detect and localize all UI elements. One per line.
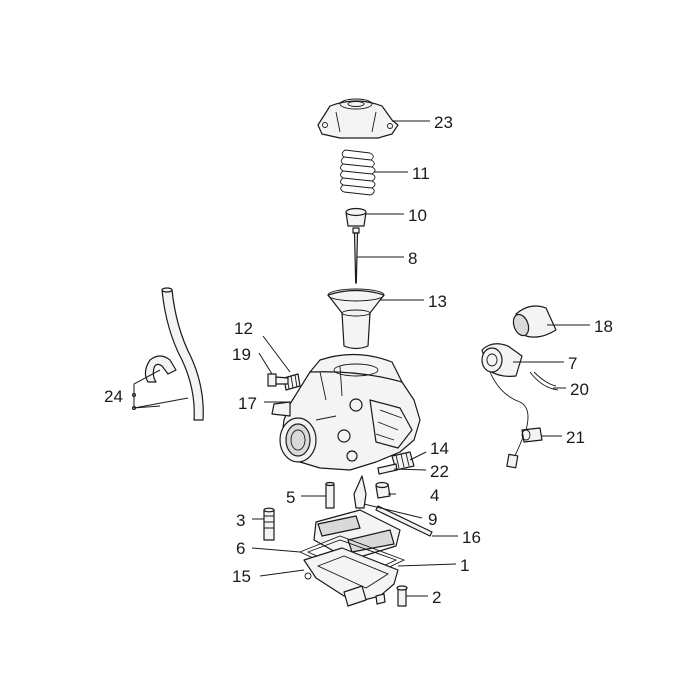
callout-8: 8 — [408, 249, 417, 268]
part-19-screw — [267, 373, 289, 387]
callout-7: 7 — [568, 354, 577, 373]
callout-23: 23 — [434, 113, 453, 132]
callout-labels: 23 11 10 8 13 18 12 19 7 20 24 17 21 14 … — [104, 113, 613, 607]
callout-2: 2 — [432, 588, 441, 607]
part-2-screw — [375, 585, 408, 607]
part-3-jet-holder — [263, 507, 275, 541]
leader-lines — [132, 120, 590, 597]
part-20-clip — [529, 371, 559, 391]
callout-6: 6 — [236, 539, 245, 558]
part-8-needle — [352, 227, 360, 284]
part-4-plug — [375, 481, 391, 499]
callout-3: 3 — [236, 511, 245, 530]
part-13-slide — [327, 288, 385, 350]
callout-13: 13 — [428, 292, 447, 311]
callout-20: 20 — [570, 380, 589, 399]
callout-14: 14 — [430, 439, 449, 458]
part-10-retainer — [345, 207, 367, 227]
part-11-spring — [340, 149, 376, 196]
part-7-choke — [481, 343, 529, 469]
part-18-sleeve — [512, 305, 557, 338]
callout-24: 24 — [104, 387, 123, 406]
part-16-pin — [375, 505, 433, 537]
part-22-screw — [377, 463, 398, 475]
carburetor-body — [271, 353, 421, 471]
part-5-jet — [325, 481, 335, 509]
callout-5: 5 — [286, 488, 295, 507]
callout-15: 15 — [232, 567, 251, 586]
callout-17: 17 — [238, 394, 257, 413]
part-21-clamp — [521, 427, 543, 443]
callout-22: 22 — [430, 462, 449, 481]
callout-4: 4 — [430, 486, 439, 505]
callout-16: 16 — [462, 528, 481, 547]
callout-18: 18 — [594, 317, 613, 336]
part-23-top-cover — [317, 98, 399, 139]
callout-21: 21 — [566, 428, 585, 447]
part-9-float-needle — [353, 475, 367, 509]
callout-19: 19 — [232, 345, 251, 364]
callout-9: 9 — [428, 510, 437, 529]
part-24-hose — [144, 287, 204, 421]
part-14-spring — [391, 451, 415, 471]
callout-1: 1 — [460, 556, 469, 575]
callout-10: 10 — [408, 206, 427, 225]
callout-12: 12 — [234, 319, 253, 338]
callout-11: 11 — [412, 164, 430, 183]
